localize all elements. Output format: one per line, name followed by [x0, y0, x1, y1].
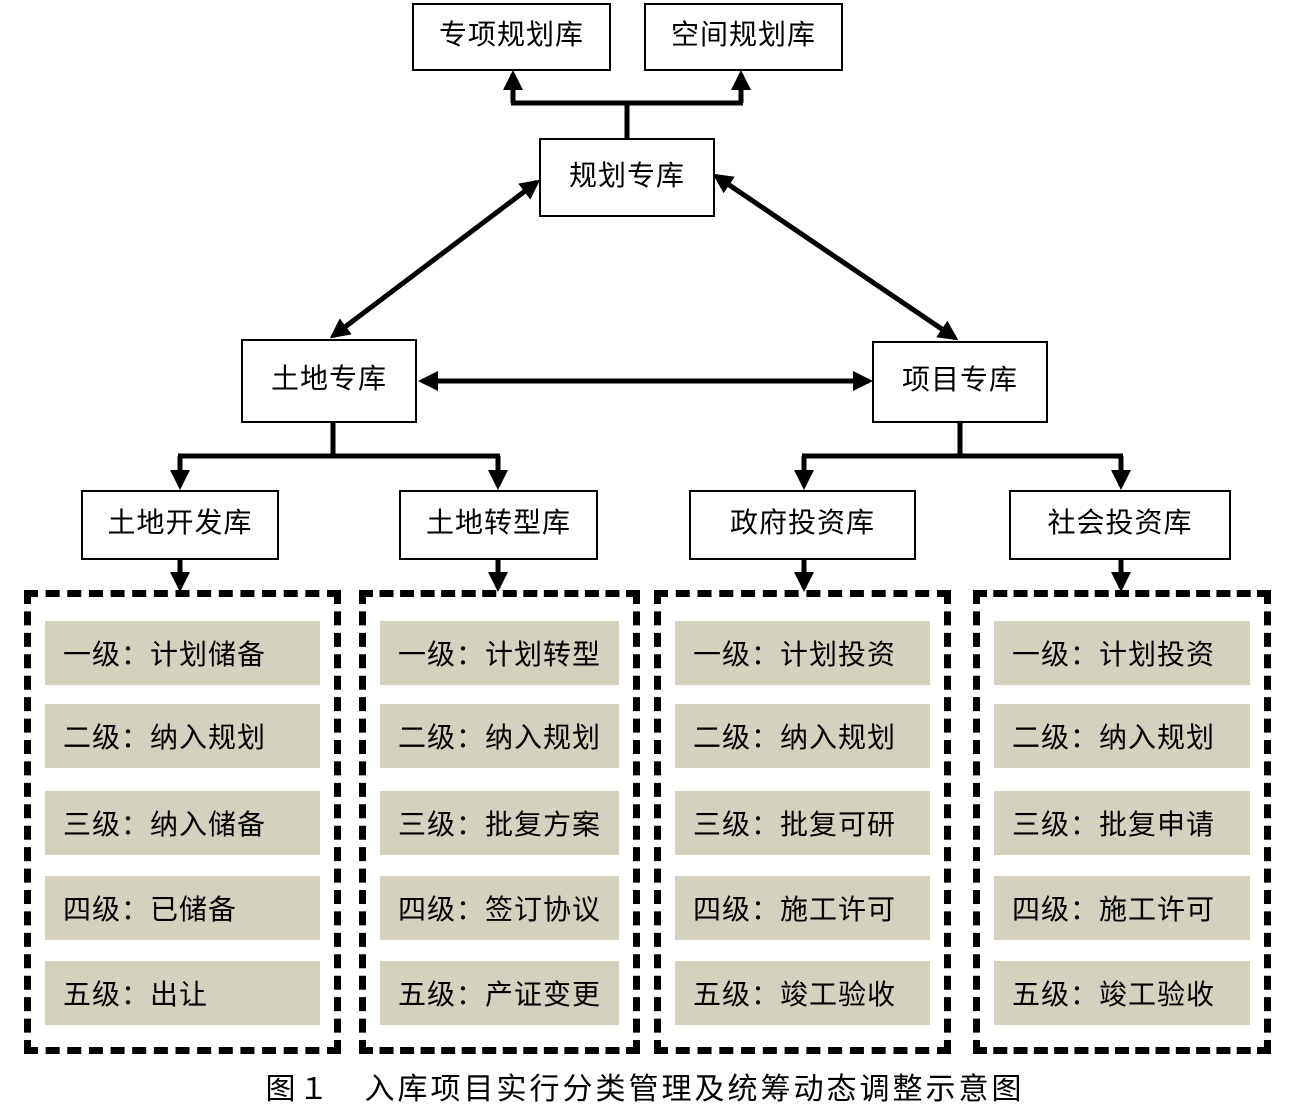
arrow-planning-project [712, 173, 959, 341]
figure-caption: 图１ 入库项目实行分类管理及统筹动态调整示意图 [265, 1072, 1025, 1107]
level-item: 三级：批复申请 [994, 791, 1250, 855]
level-item: 一级：计划投资 [675, 621, 930, 685]
level-item: 三级：批复可研 [675, 791, 930, 855]
special-plan-node: 专项规划库 [412, 3, 611, 71]
project-node: 项目专库 [872, 341, 1048, 423]
spatial-plan-node: 空间规划库 [644, 3, 843, 71]
level-item: 一级：计划转型 [380, 621, 619, 685]
level-item: 五级：产证变更 [380, 961, 619, 1025]
gov-invest-levels: 一级：计划投资 二级：纳入规划 三级：批复可研 四级：施工许可 五级：竣工验收 [654, 590, 951, 1054]
arrow-planning-land [329, 179, 541, 339]
level-item: 一级：计划投资 [994, 621, 1250, 685]
level-item: 一级：计划储备 [45, 621, 320, 685]
level-item: 二级：纳入规划 [994, 704, 1250, 768]
level-item: 三级：纳入储备 [45, 791, 320, 855]
social-invest-levels: 一级：计划投资 二级：纳入规划 三级：批复申请 四级：施工许可 五级：竣工验收 [973, 590, 1271, 1054]
level-item: 五级：出让 [45, 961, 320, 1025]
level-item: 二级：纳入规划 [675, 704, 930, 768]
level-item: 四级：施工许可 [994, 876, 1250, 940]
land-dev-levels: 一级：计划储备 二级：纳入规划 三级：纳入储备 四级：已储备 五级：出让 [24, 590, 341, 1054]
level-item: 四级：施工许可 [675, 876, 930, 940]
social-invest-node: 社会投资库 [1009, 490, 1231, 560]
land-trans-node: 土地转型库 [399, 490, 598, 560]
level-item: 三级：批复方案 [380, 791, 619, 855]
land-dev-node: 土地开发库 [81, 490, 279, 560]
level-item: 五级：竣工验收 [675, 961, 930, 1025]
level-item: 五级：竣工验收 [994, 961, 1250, 1025]
land-node: 土地专库 [241, 339, 417, 423]
planning-node: 规划专库 [539, 138, 715, 217]
gov-invest-node: 政府投资库 [689, 490, 916, 560]
level-item: 四级：已储备 [45, 876, 320, 940]
level-item: 四级：签订协议 [380, 876, 619, 940]
level-item: 二级：纳入规划 [45, 704, 320, 768]
level-item: 二级：纳入规划 [380, 704, 619, 768]
land-trans-levels: 一级：计划转型 二级：纳入规划 三级：批复方案 四级：签订协议 五级：产证变更 [359, 590, 640, 1054]
